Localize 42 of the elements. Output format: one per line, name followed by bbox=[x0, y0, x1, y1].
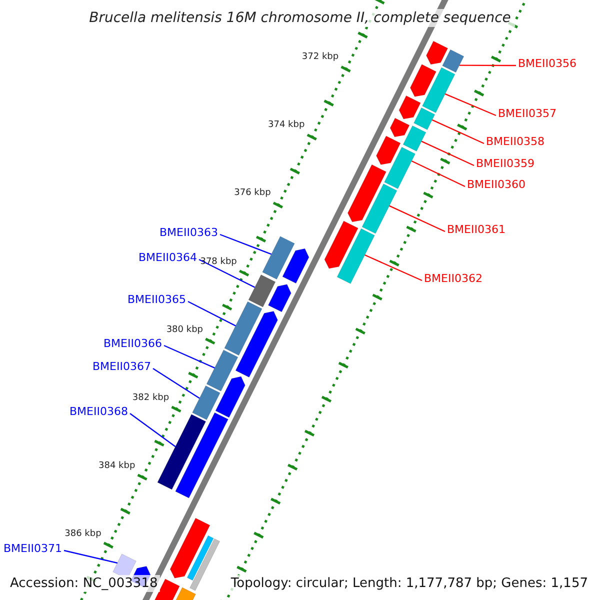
leader-line bbox=[164, 344, 215, 368]
leader-line bbox=[64, 550, 118, 564]
gene-label: BMEII0364 bbox=[138, 252, 197, 263]
leader-line bbox=[364, 254, 422, 282]
scale-label: 372 kbp bbox=[302, 53, 339, 62]
leader-line bbox=[421, 140, 474, 166]
leader-line bbox=[444, 93, 496, 116]
gene-label: BMEII0359 bbox=[476, 158, 534, 169]
gene-bar bbox=[224, 301, 262, 356]
gene-label: BMEII0360 bbox=[467, 179, 526, 190]
gene-bar bbox=[402, 125, 426, 152]
gene-label: BMEII0365 bbox=[128, 294, 186, 305]
gene-label: BMEII0363 bbox=[160, 227, 218, 238]
leader-line bbox=[432, 119, 484, 144]
gene-label: BMEII0367 bbox=[92, 361, 151, 372]
scale-label: 376 kbp bbox=[234, 189, 271, 198]
scale-label: 386 kbp bbox=[64, 530, 102, 538]
footer-text: Topology: circular; Length: 1,177,787 bp; Genes: 1,157 bbox=[228, 575, 590, 592]
gene-label: BMEII0371 bbox=[4, 543, 62, 554]
leader-line bbox=[130, 413, 176, 448]
gene-bar bbox=[414, 108, 436, 130]
gene-label: BMEII0362 bbox=[424, 273, 482, 284]
gene-bar bbox=[248, 274, 276, 308]
footer-text: Accession: NC_003318 bbox=[8, 575, 160, 592]
gene-bar bbox=[206, 350, 238, 392]
scale-label: 382 kbp bbox=[132, 394, 170, 402]
scale-label: 384 kbp bbox=[98, 462, 136, 470]
leader-line bbox=[188, 300, 236, 326]
gene-label: BMEII0357 bbox=[498, 108, 556, 119]
gene-bar bbox=[192, 386, 220, 420]
gene-label: BMEII0361 bbox=[447, 224, 506, 235]
leader-line bbox=[389, 205, 446, 232]
gene-label: BMEII0356 bbox=[518, 58, 576, 69]
scale-label: 380 kbp bbox=[166, 326, 203, 334]
leader-line bbox=[411, 160, 466, 188]
gene-bar bbox=[442, 49, 464, 73]
gene-label: BMEII0366 bbox=[104, 338, 162, 349]
scale-label: 374 kbp bbox=[268, 121, 305, 130]
gene-label: BMEII0368 bbox=[70, 406, 128, 417]
leader-line bbox=[459, 64, 516, 66]
gene-label: BMEII0358 bbox=[486, 136, 544, 147]
scale-label: 378 kbp bbox=[200, 258, 237, 266]
